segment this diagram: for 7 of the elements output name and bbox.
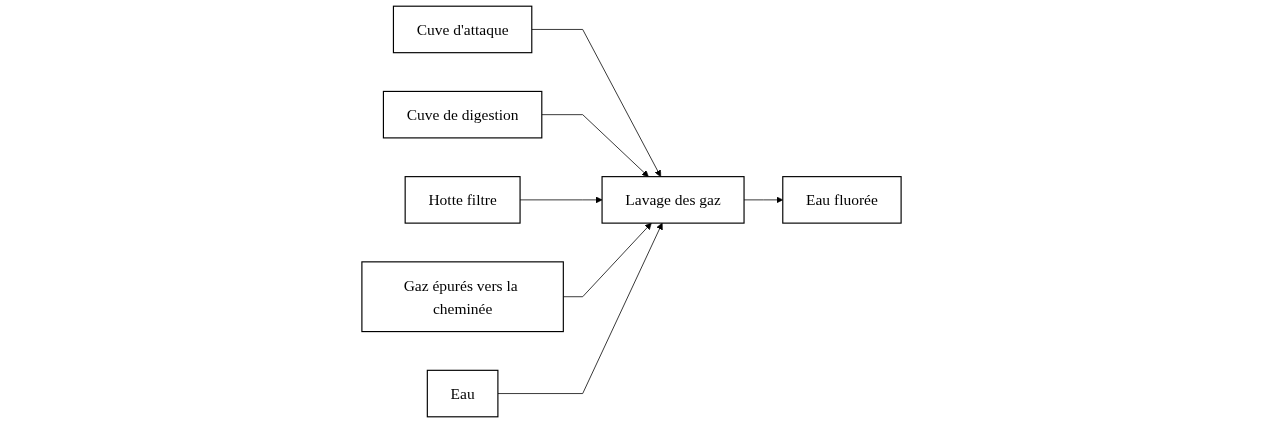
- node-box: Hotte filtre: [404, 176, 521, 224]
- node-box: Cuve d'attaque: [392, 5, 533, 54]
- node-box: Cuve de digestion: [382, 90, 543, 139]
- node-box: Eau fluorée: [782, 176, 902, 224]
- node-box: Lavage des gaz: [601, 176, 745, 224]
- node-box: Eau: [426, 369, 499, 418]
- node-box: Gaz épurés vers la cheminée: [361, 261, 564, 333]
